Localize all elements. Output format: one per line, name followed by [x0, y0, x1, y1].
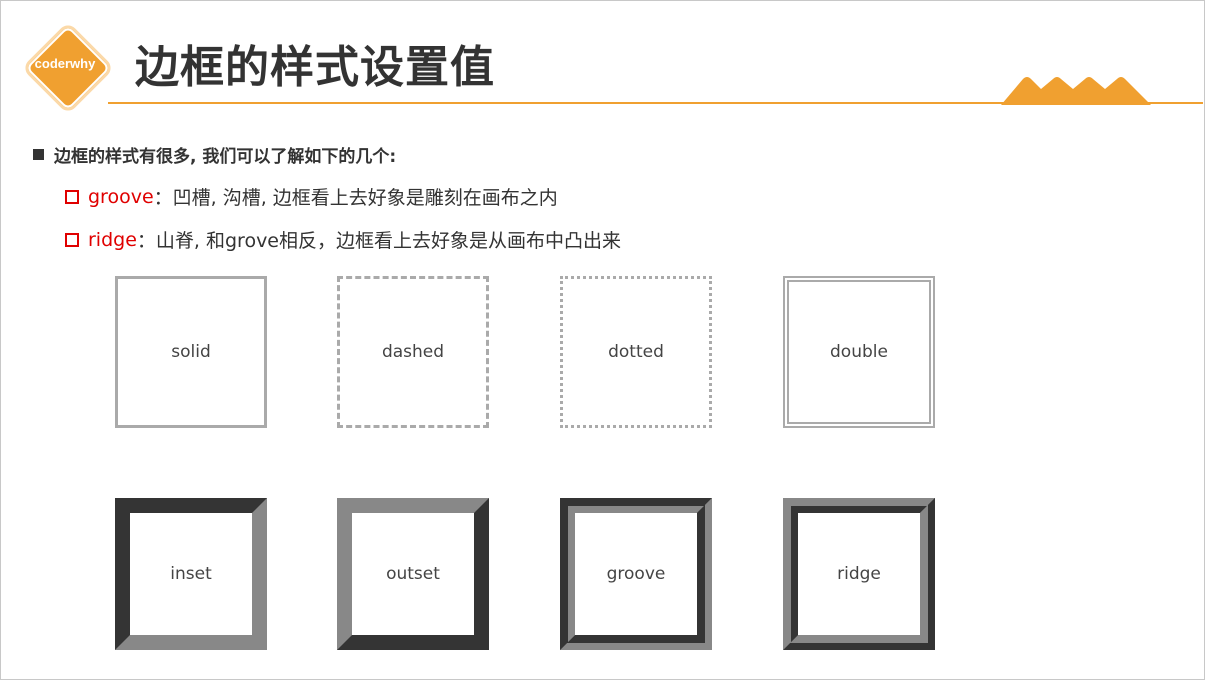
bullet-square-icon: [33, 149, 44, 160]
demo-groove: groove: [560, 498, 712, 650]
demo-label: dashed: [381, 342, 445, 362]
title-underline: [108, 102, 1203, 104]
demo-dashed: dashed: [337, 276, 489, 428]
list-item-groove: groove ：凹槽, 沟槽, 边框看上去好象是雕刻在画布之内: [65, 183, 558, 210]
demo-ridge: ridge: [783, 498, 935, 650]
logo-text: coderwhy: [34, 56, 96, 71]
desc-groove: ：凹槽, 沟槽, 边框看上去好象是雕刻在画布之内: [153, 187, 558, 209]
desc-ridge: ：山脊, 和grove相反，边框看上去好象是从画布中凸出来: [136, 230, 621, 252]
demo-inset: inset: [115, 498, 267, 650]
demo-label: groove: [606, 564, 666, 584]
demo-label: ridge: [837, 564, 881, 584]
demo-dotted: dotted: [560, 276, 712, 428]
keyword-ridge: ridge: [88, 228, 137, 251]
demo-double: double: [783, 276, 935, 428]
demo-label: double: [830, 342, 888, 362]
demo-label: inset: [170, 564, 212, 584]
keyword-groove: groove: [88, 185, 154, 208]
page-title: 边框的样式设置值: [135, 42, 495, 93]
hollow-square-icon: [65, 232, 79, 247]
bullet-text: 边框的样式有很多, 我们可以了解如下的几个:: [54, 147, 397, 167]
demo-solid: solid: [115, 276, 267, 428]
demo-label: dotted: [608, 342, 664, 362]
demo-label: solid: [171, 342, 211, 362]
demo-outset: outset: [337, 498, 489, 650]
demo-label: outset: [386, 564, 440, 584]
decorative-peaks-icon: [1001, 77, 1151, 105]
hollow-square-icon: [65, 189, 79, 204]
bullet-heading: 边框的样式有很多, 我们可以了解如下的几个:: [33, 142, 396, 167]
list-item-ridge: ridge ：山脊, 和grove相反，边框看上去好象是从画布中凸出来: [65, 226, 621, 253]
